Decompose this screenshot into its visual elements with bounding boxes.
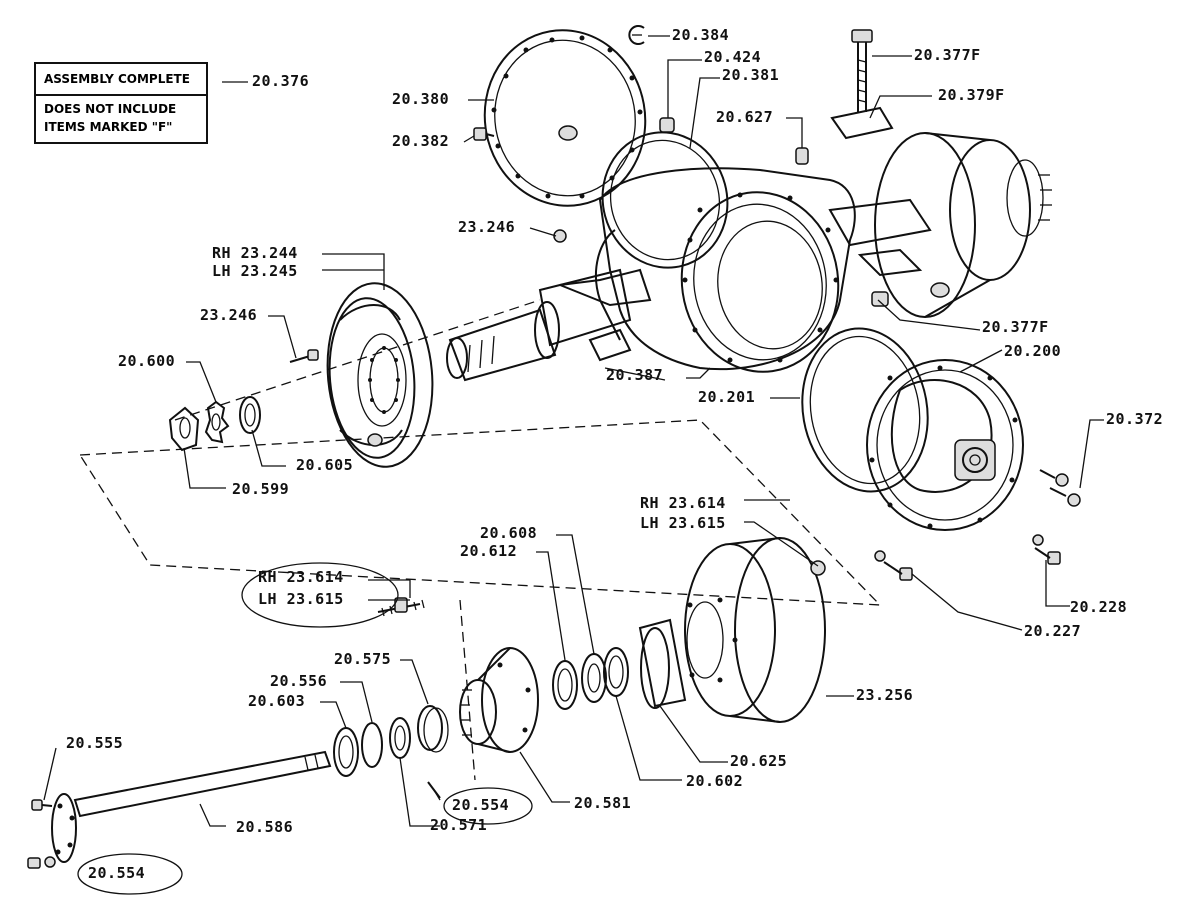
brake-drum — [684, 537, 826, 723]
lock-washer — [204, 400, 230, 444]
axle-nut — [27, 856, 56, 869]
backing-plate-screw — [289, 349, 319, 363]
inner-bearing — [389, 717, 411, 759]
u-bolt-nut — [871, 291, 889, 307]
note-line-2: DOES NOT INCLUDE — [44, 102, 177, 116]
part-label-20-379F: 20.379F — [938, 86, 1005, 104]
axle-tube-end — [446, 301, 560, 382]
hub-bearing — [417, 705, 443, 751]
part-label-20-424: 20.424 — [704, 48, 762, 66]
part-label-23-246-mid: 23.246 — [200, 306, 258, 324]
retaining-ring — [361, 722, 383, 768]
retainer-plate — [168, 406, 200, 452]
lower-bolts — [1032, 534, 1061, 565]
part-label-20-556: 20.556 — [270, 672, 328, 690]
bearing-cone — [581, 653, 607, 703]
note-line-3: ITEMS MARKED "F" — [44, 120, 173, 134]
part-label-20-586: 20.586 — [236, 818, 294, 836]
part-label-20-384: 20.384 — [672, 26, 730, 44]
part-label-20-387: 20.387 — [606, 366, 664, 384]
note-divider — [36, 94, 206, 96]
leader-lines — [43, 35, 1104, 827]
part-label-20-376: 20.376 — [252, 72, 310, 90]
axle-seal — [333, 727, 359, 777]
bearing-cup — [552, 660, 578, 710]
part-label-20-625: 20.625 — [730, 752, 788, 770]
part-label-lh-23-615-right: LH 23.615 — [640, 514, 726, 532]
part-label-20-380: 20.380 — [392, 90, 450, 108]
part-label-20-555: 20.555 — [66, 734, 124, 752]
part-label-20-377F-mid: 20.377F — [982, 318, 1049, 336]
circlip — [628, 25, 645, 45]
part-label-20-599: 20.599 — [232, 480, 290, 498]
axle-screw — [31, 799, 53, 811]
part-label-lh-23-245: LH 23.245 — [212, 262, 298, 280]
axle-housing — [538, 167, 932, 373]
part-label-20-201: 20.201 — [698, 388, 756, 406]
part-label-23-246-top: 23.246 — [458, 218, 516, 236]
part-label-20-382: 20.382 — [392, 132, 450, 150]
annotation-circles — [77, 562, 533, 895]
spring-u-bolt — [851, 29, 873, 112]
part-label-20-575: 20.575 — [334, 650, 392, 668]
part-label-20-605: 20.605 — [296, 456, 354, 474]
part-label-lh-23-615-left: LH 23.615 — [258, 590, 344, 608]
part-label-20-381: 20.381 — [722, 66, 780, 84]
nut — [659, 117, 675, 133]
part-label-20-554-bottom: 20.554 — [88, 864, 146, 882]
differential-carrier — [801, 327, 1024, 531]
part-label-20-228: 20.228 — [1070, 598, 1128, 616]
part-label-20-600: 20.600 — [118, 352, 176, 370]
part-label-20-554-mid: 20.554 — [452, 796, 510, 814]
wheel-stud — [377, 597, 425, 617]
carrier-bolts — [1039, 469, 1081, 507]
right-brake-assembly — [874, 132, 1052, 318]
brake-backing-plate — [326, 282, 434, 468]
part-label-20-200: 20.200 — [1004, 342, 1062, 360]
part-label-20-627: 20.627 — [716, 108, 774, 126]
part-label-rh-23-614-left: RH 23.614 — [258, 568, 344, 586]
part-label-20-608: 20.608 — [480, 524, 538, 542]
part-label-20-372: 20.372 — [1106, 410, 1164, 428]
seal-cup — [638, 618, 687, 709]
part-label-20-571: 20.571 — [430, 816, 488, 834]
assembly-note-box: ASSEMBLY COMPLETE DOES NOT INCLUDE ITEMS… — [34, 62, 208, 144]
part-label-20-602: 20.602 — [686, 772, 744, 790]
carrier-studs — [874, 550, 913, 581]
part-label-20-377F-top: 20.377F — [914, 46, 981, 64]
part-label-20-581: 20.581 — [574, 794, 632, 812]
drum-plug — [810, 560, 826, 576]
part-label-rh-23-244: RH 23.244 — [212, 244, 298, 262]
part-label-20-603: 20.603 — [248, 692, 306, 710]
axle-shaft — [51, 750, 332, 863]
spring-seat-plate — [830, 106, 894, 140]
part-label-23-256: 23.256 — [856, 686, 914, 704]
wheel-hub — [459, 647, 539, 753]
part-label-20-227: 20.227 — [1024, 622, 1082, 640]
part-label-20-612: 20.612 — [460, 542, 518, 560]
cover-plate — [483, 29, 647, 207]
breather-plug — [795, 147, 809, 165]
bolt — [473, 127, 495, 141]
note-line-1: ASSEMBLY COMPLETE — [44, 72, 190, 86]
oil-seal — [239, 396, 261, 434]
bearing-cup-outer — [603, 647, 629, 697]
part-label-rh-23-614-right: RH 23.614 — [640, 494, 726, 512]
